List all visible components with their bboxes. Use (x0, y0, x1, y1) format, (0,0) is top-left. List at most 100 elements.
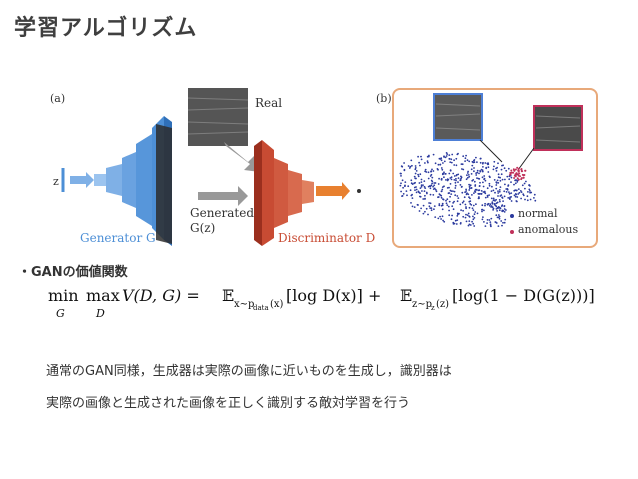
normal-point (460, 163, 463, 165)
normal-point (469, 197, 471, 200)
normal-point (482, 216, 484, 218)
normal-point (481, 208, 484, 211)
normal-point (534, 199, 537, 202)
normal-point (426, 155, 429, 158)
normal-point (482, 185, 485, 188)
normal-point (400, 175, 402, 177)
formula-e1-sub: x∼p (234, 299, 254, 310)
normal-point (411, 205, 414, 208)
normal-point (429, 202, 432, 205)
normal-point (492, 197, 495, 200)
normal-point (441, 204, 444, 207)
normal-point (445, 202, 448, 205)
normal-point (497, 162, 499, 165)
normal-point (500, 168, 503, 171)
normal-point (489, 203, 492, 206)
normal-points (399, 152, 537, 228)
normal-point (499, 207, 502, 210)
normal-point (455, 179, 457, 182)
normal-point (480, 190, 483, 192)
normal-point (434, 188, 437, 191)
normal-point (424, 210, 426, 213)
output-arrow-shaft (316, 186, 342, 196)
normal-point (503, 211, 506, 213)
normal-point (484, 202, 486, 205)
normal-point (461, 163, 464, 166)
normal-point (419, 195, 422, 198)
normal-point (403, 162, 405, 164)
normal-point (460, 209, 462, 211)
normal-point (466, 159, 469, 162)
normal-point (461, 201, 464, 204)
normal-point (418, 161, 420, 164)
normal-point (495, 214, 498, 217)
formula-term2: [log(1 − D(G(z)))] (452, 286, 595, 305)
generated-image-stack (156, 124, 172, 244)
normal-point (425, 207, 428, 210)
normal-point (448, 158, 451, 160)
normal-point (515, 193, 518, 196)
normal-point (500, 194, 503, 196)
normal-point (473, 192, 475, 194)
normal-point (505, 209, 507, 211)
anomalous-point (524, 169, 527, 172)
normal-point (437, 217, 440, 220)
formula-e2-subsub: z (431, 304, 435, 312)
anomalous-point (513, 169, 516, 172)
normal-point (404, 184, 406, 187)
anomalous-point (514, 168, 517, 171)
normal-point (424, 170, 426, 173)
normal-point (440, 159, 443, 162)
normal-point (476, 161, 478, 163)
normal-point (448, 209, 450, 212)
normal-point (414, 189, 416, 191)
normal-point (503, 195, 506, 198)
normal-point (433, 208, 435, 211)
output-dot (357, 189, 361, 193)
real-image (188, 88, 248, 146)
normal-point (452, 208, 455, 211)
normal-point (410, 159, 413, 162)
normal-point (493, 179, 496, 181)
normal-point (424, 168, 427, 171)
normal-point (473, 217, 476, 219)
panel-a-diagram (61, 88, 361, 246)
normal-point (478, 196, 480, 198)
normal-point (472, 222, 475, 225)
anomalous-point (521, 173, 524, 176)
normal-point (434, 182, 437, 184)
normal-point (446, 204, 449, 206)
normal-point (483, 178, 485, 181)
normal-point (449, 195, 451, 198)
normal-point (445, 199, 447, 202)
normal-point (489, 224, 492, 227)
normal-point (464, 160, 466, 162)
normal-point (452, 172, 455, 175)
normal-point (448, 200, 451, 203)
normal-point (433, 205, 436, 207)
normal-point (443, 176, 445, 179)
normal-point (489, 176, 491, 179)
latent-scatter (399, 93, 583, 234)
normal-point (456, 200, 459, 203)
normal-point (510, 200, 513, 202)
normal-point (455, 164, 458, 167)
normal-point (497, 214, 500, 216)
normal-point (482, 166, 484, 168)
normal-point (498, 217, 501, 220)
normal-point (472, 204, 475, 207)
normal-point (465, 213, 467, 216)
normal-point (488, 204, 491, 207)
normal-point (399, 184, 402, 187)
normal-point (483, 209, 485, 212)
normal-point (481, 204, 484, 207)
normal-point (495, 170, 498, 172)
normal-point (497, 206, 500, 208)
normal-point (417, 190, 420, 193)
latent-space-panel: normal anomalous (392, 88, 598, 248)
normal-point (517, 188, 520, 190)
normal-point (514, 195, 517, 198)
normal-point (504, 178, 506, 181)
normal-point (486, 187, 489, 190)
generator-label: Generator G (80, 231, 156, 245)
